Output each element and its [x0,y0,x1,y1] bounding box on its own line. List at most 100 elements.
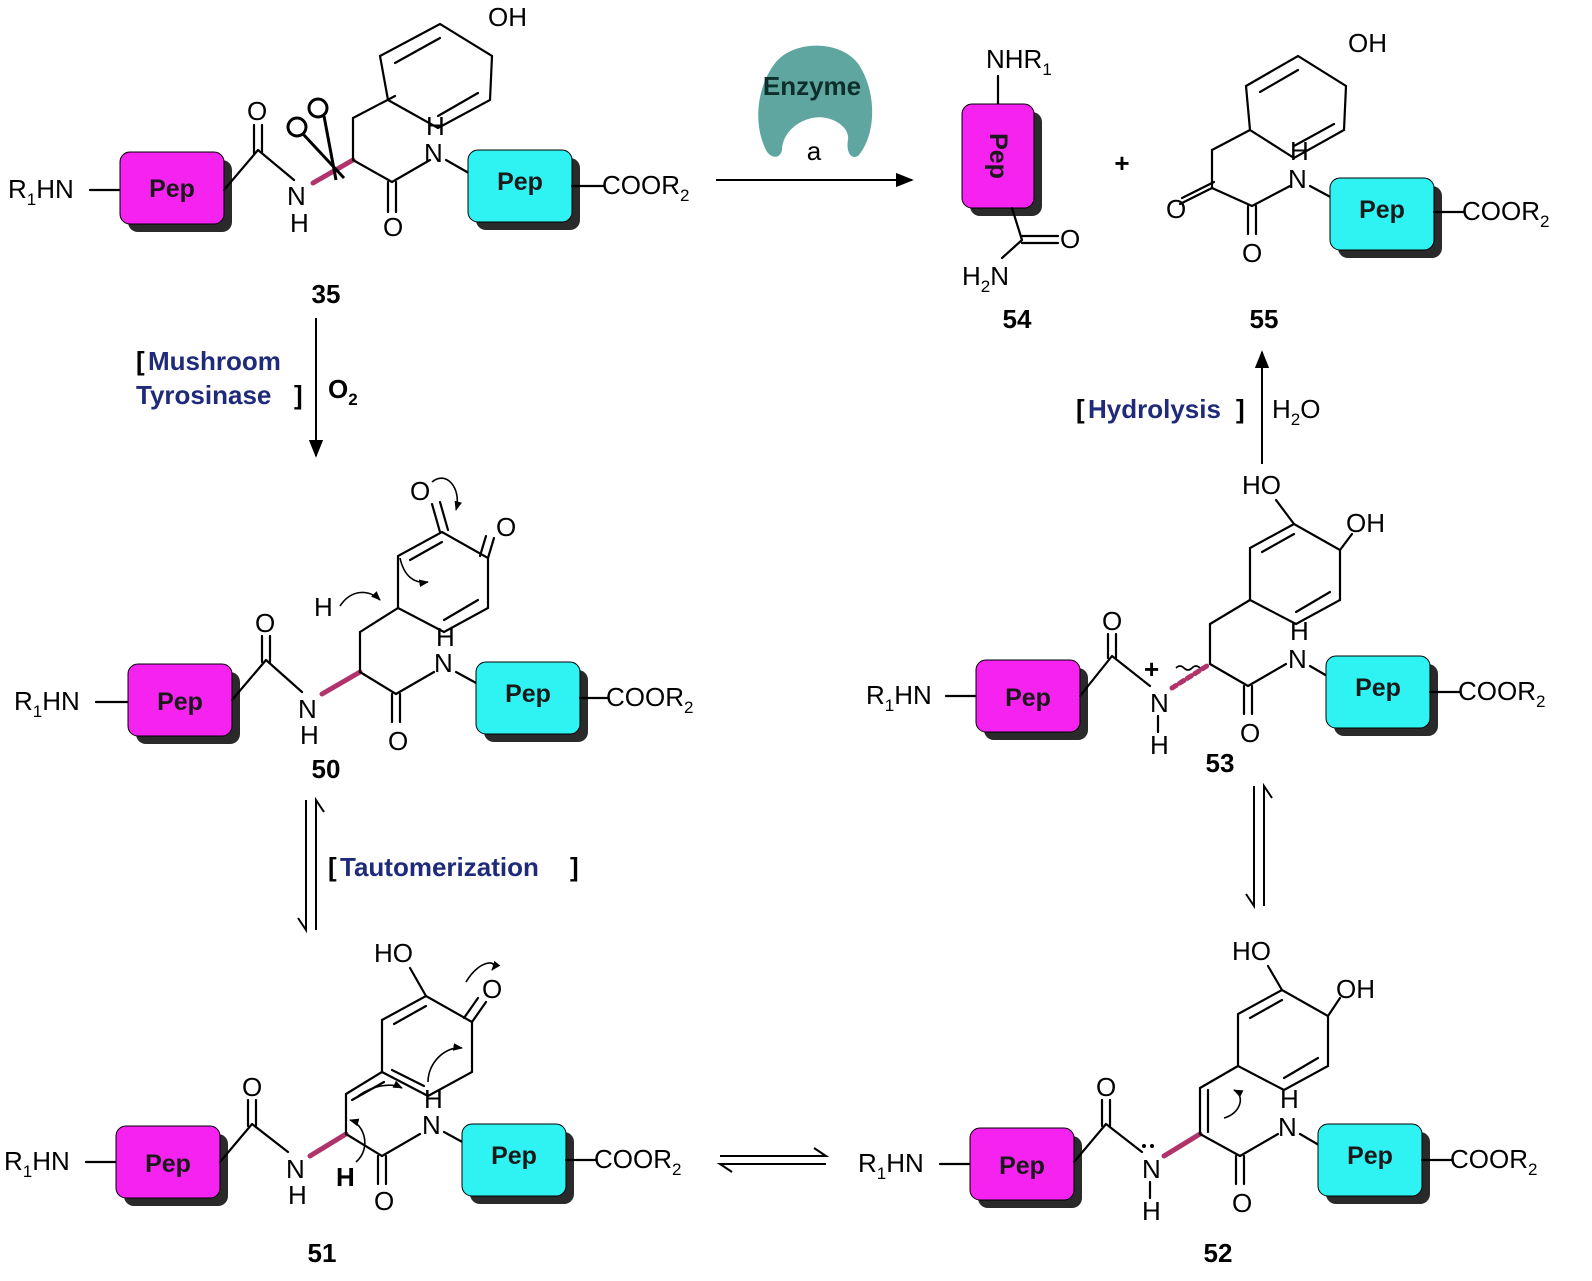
carbonyl-o: O [1242,238,1262,268]
tyrosinase-step: [ Mushroom Tyrosinase ] O2 [136,318,358,458]
compound-52: R1HN Pep O N H HO OH O H N [858,936,1537,1268]
cooor-subscript: 2 [1540,212,1549,231]
h2o-h: H [1272,394,1291,424]
svg-text:COOR2: COOR2 [594,1144,681,1179]
pep-label: Pep [1359,196,1405,224]
carbonyl-o: O [255,608,275,638]
enzyme-step-label: a [807,136,822,166]
svg-text:NHR1: NHR1 [986,44,1052,79]
carbonyl-o: O [242,1072,262,1102]
o2-label: O [328,374,348,404]
amide-n: N [1142,1154,1161,1184]
carbonyl-o-2: O [388,726,408,756]
cooor-label: COOR [1462,196,1540,226]
svg-text:COOR2: COOR2 [1462,196,1549,231]
compound-50: R1HN Pep O N H H O O O H N [14,476,693,784]
close-bracket: ] [294,380,303,410]
enol-oh: HO [374,938,413,968]
compound-number-55: 55 [1250,304,1279,334]
close-bracket: ] [1236,394,1245,424]
compound-51: R1HN Pep O N H H HO O O H N [4,938,681,1268]
r1hn-label: R [866,680,885,710]
pep-box-cyan: Pep [475,661,588,742]
cooor-label: COOR [606,682,684,712]
pep-label: Pep [157,688,203,716]
hydrolysis-step: [ Hydrolysis ] H2O [1076,350,1320,464]
carbonyl-o-2: O [1232,1188,1252,1218]
pep-box-magenta: Pep [127,663,240,744]
r1hn-tail: HN [886,1148,924,1178]
h2n-n: N [990,261,1009,291]
carbonyl-o: O [1096,1072,1116,1102]
pep-label: Pep [1355,674,1401,702]
nhr-label: NHR [986,44,1042,74]
svg-text:R1HN: R1HN [858,1148,924,1183]
catechol-oh-2: OH [1346,508,1385,538]
cooor-label: COOR [594,1144,672,1174]
r1hn-subscript: 1 [33,702,42,721]
pep-box-cyan: Pep [1317,1123,1430,1204]
tyrosinase-label: Tyrosinase [136,380,271,410]
compound-number-35: 35 [312,279,341,309]
enzyme-step: Enzyme a [716,45,914,188]
svg-text:COOR2: COOR2 [1450,1144,1537,1179]
r1hn-label: R [14,686,33,716]
keto-o: O [482,974,502,1004]
o2-subscript: 2 [348,390,357,409]
cooor-subscript: 2 [672,1160,681,1179]
amide-h: H [288,1180,307,1210]
r1hn-subscript: 1 [885,696,894,715]
svg-text:H2N: H2N [962,261,1009,296]
svg-text:R1HN: R1HN [8,174,74,209]
pep-box-magenta: Pep [119,151,232,232]
pep-box-cyan: Pep [461,1123,574,1204]
amide-o: O [1060,224,1080,254]
alpha-h: H [336,1162,355,1192]
amide-h-2: H [424,1084,443,1114]
compound-53: R1HN Pep O + N H HO OH O H N [866,470,1545,778]
equilibrium-arrow-down [297,800,307,934]
carbonyl-o: O [1102,606,1122,636]
keto-o: O [1166,194,1186,224]
equilibrium-51-52 [716,1147,830,1173]
svg-text:COOR2: COOR2 [1458,676,1545,711]
r1hn-tail: HN [42,686,80,716]
pep-box-cyan: Pep [467,149,580,230]
open-bracket: [ [328,852,337,882]
amide-h-2: H [1290,616,1309,646]
amide-h: H [1150,730,1169,760]
close-bracket: ] [570,852,579,882]
compound-35: R1HN Pep O N H OH O H N [8,2,689,309]
carbonyl-o-2: O [383,212,403,242]
pep-box-magenta: Pep [115,1125,228,1206]
svg-text:R1HN: R1HN [4,1146,70,1181]
phenol-oh: OH [488,2,527,32]
carbonyl-o-2: O [374,1186,394,1216]
r1hn-subscript: 1 [23,1162,32,1181]
compound-number-54: 54 [1003,304,1032,334]
cooor-subscript: 2 [1536,692,1545,711]
compound-55: OH O O H N Pep COOR2 55 [1166,28,1549,334]
r1hn-label: R [858,1148,877,1178]
tautomerization-step: [ Tautomerization ] [297,796,579,934]
mushroom-label: Mushroom [148,346,281,376]
compound-number-50: 50 [312,754,341,784]
carbonyl-o: O [247,96,267,126]
equilibrium-arrow-up [315,796,325,930]
pep-label: Pep [491,1142,537,1170]
amide-h: H [290,208,309,238]
plus-sign: + [1114,148,1129,178]
scissors-icon [286,97,346,181]
nhr-subscript: 1 [1042,60,1051,79]
cooor-subscript: 2 [684,698,693,717]
hydrolysis-label: Hydrolysis [1088,394,1221,424]
amide-h-2: H [426,111,445,141]
amide-n: N [1288,164,1307,194]
pep-label: Pep [505,680,551,708]
wavy-cleavage-icon [1175,665,1201,671]
r1hn-label: R [8,174,27,204]
pep-box-magenta: Pep [969,1127,1082,1208]
svg-text:O2: O2 [328,374,358,409]
compound-number-53: 53 [1206,748,1235,778]
